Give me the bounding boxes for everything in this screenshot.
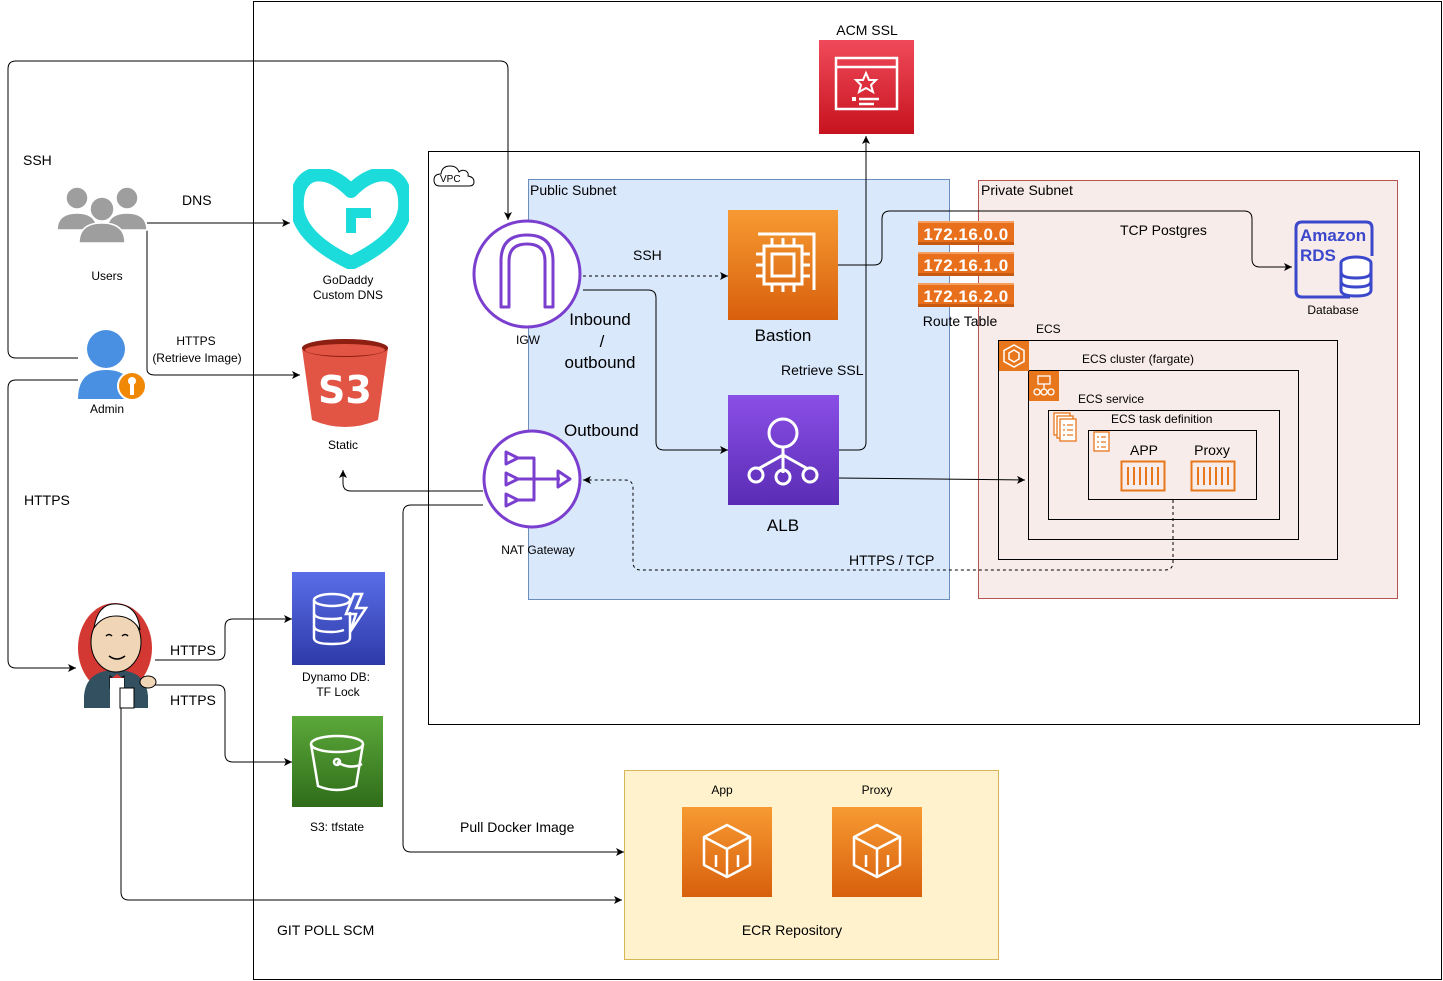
edge-label-dns: DNS [182,192,212,208]
edge-label-tcp-postgres: TCP Postgres [1120,222,1207,238]
vpc-badge: VPC [440,174,461,185]
public-subnet-label: Public Subnet [530,182,617,198]
ecr-app-label: App [711,783,733,797]
route-entry-2: 172.16.1.0 [918,252,1014,276]
users-icon [56,186,148,244]
dynamodb-icon [292,572,385,665]
edge-label-inbound-3: outbound [564,353,636,372]
edge-label-https-retrieve-1: HTTPS [176,334,216,348]
rds-label: Database [1307,303,1359,317]
edge-alb-ecs [837,475,1026,484]
edge-label-inbound-1: Inbound [569,310,631,329]
edge-users-s3 [146,230,300,379]
ecs-task-frame [1088,430,1257,500]
ecr-app-image-icon [682,807,772,897]
edge-label-https-tcp: HTTPS / TCP [849,552,935,568]
s3-tfstate-icon [292,716,383,807]
ecs-service-label: ECS service [1078,392,1145,406]
ecs-service-frame [1048,410,1280,520]
ecr-proxy-label: Proxy [861,783,893,797]
edge-alb-acm [838,136,870,451]
edge-label-git-poll: GIT POLL SCM [277,922,375,938]
ecs-label: ECS [1036,322,1061,336]
s3-static-label: Static [327,438,359,452]
route-entry-3: 172.16.2.0 [918,283,1014,307]
edge-nat-ecr [402,504,624,856]
s3-bucket-icon [302,339,388,427]
godaddy-icon [293,169,409,269]
vpc-container [428,151,1420,725]
route-table-label: Route Table [922,313,998,329]
ecs-frame [998,340,1338,560]
vpc-cloud-icon [433,165,475,187]
bastion-ec2-icon [728,210,838,320]
edge-label-https-s3: HTTPS [170,692,216,708]
acm-label: ACM SSL [836,22,898,38]
nat-gateway-icon [482,429,582,529]
private-subnet-label: Private Subnet [981,182,1073,198]
edge-label-https-retrieve-2: (Retrieve Image) [152,351,242,365]
bastion-label: Bastion [754,326,812,345]
edge-label-outbound: Outbound [564,421,639,440]
app-container-icon [1120,460,1166,492]
rds-logo-line1: Amazon [1300,226,1367,245]
jenkins-icon [78,603,157,709]
edge-label-pull-docker: Pull Docker Image [460,819,575,835]
godaddy-label-2: Custom DNS [312,288,384,302]
rds-logo-line2: RDS [1300,246,1336,265]
edge-label-ssh-bastion: SSH [633,247,662,263]
edge-igw-alb [583,289,728,454]
internet-gateway-icon [472,219,582,329]
edge-label-https-admin: HTTPS [24,492,70,508]
edge-ecs-nat [583,476,1174,571]
ecs-cluster-label: ECS cluster (fargate) [1082,352,1195,366]
edge-label-https-dynamo: HTTPS [170,642,216,658]
users-label: Users [91,269,123,283]
acm-icon [819,40,914,134]
nat-label: NAT Gateway [501,543,575,557]
dynamo-label-1: Dynamo DB: [301,670,371,684]
admin-label: Admin [89,402,125,416]
edge-label-inbound-2: / [599,332,605,351]
edge-admin-ssh [7,60,512,359]
alb-label: ALB [766,516,800,535]
route-entry-1: 172.16.0.0 [918,221,1014,245]
ecs-task-icon [1093,431,1110,452]
ecs-cluster-icon [1029,371,1059,401]
ecs-cluster-frame [1028,370,1299,540]
edge-label-retrieve-ssl: Retrieve SSL [781,362,864,378]
edge-nat-s3 [339,470,483,492]
edge-bastion-rds [838,210,1292,271]
igw-label: IGW [516,333,540,347]
private-subnet [978,180,1398,599]
admin-icon [78,330,147,401]
edge-jenkins-dynamo [155,615,292,661]
ecs-service-icon [1053,412,1077,442]
ecs-app-label: APP [1129,442,1159,458]
edge-admin-jenkins [7,379,78,672]
ecr-label: ECR Repository [741,922,843,938]
ecs-proxy-label: Proxy [1194,442,1230,458]
dynamo-label-2: TF Lock [316,685,360,699]
outer-frame [253,1,1442,980]
edge-label-ssh-admin: SSH [23,152,52,168]
s3-tfstate-label: S3: tfstate [309,820,365,834]
godaddy-label-1: GoDaddy [322,273,374,287]
alb-icon [728,395,839,505]
edge-jenkins-ecr [120,706,622,904]
rds-icon [1294,220,1374,299]
s3-logo-text: S3 [318,368,372,412]
edge-jenkins-s3tf [155,684,292,766]
ecs-icon [999,341,1029,371]
ecs-task-label: ECS task definition [1111,412,1213,426]
ecr-proxy-image-icon [832,807,922,897]
proxy-container-icon [1190,460,1236,492]
